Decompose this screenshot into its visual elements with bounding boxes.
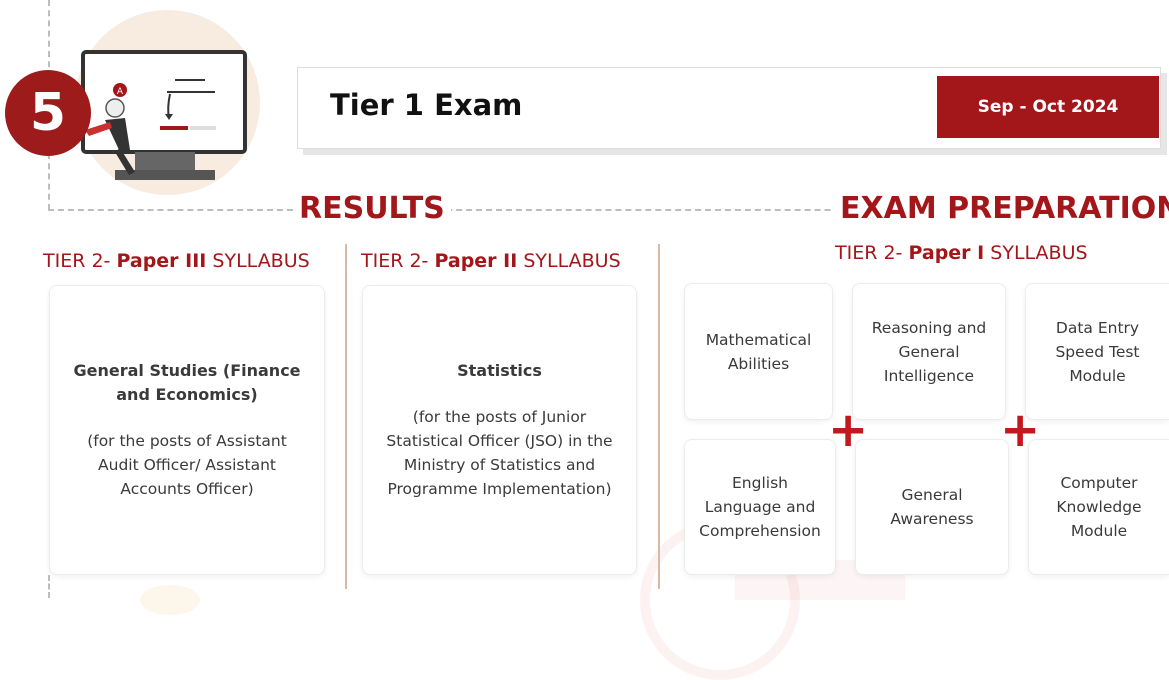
paper-iii-heading: TIER 2- Paper III SYLLABUS xyxy=(43,250,310,272)
heading-prefix: TIER 2- xyxy=(835,242,909,264)
section-divider-dash xyxy=(48,209,1169,211)
step-number-badge: 5 xyxy=(5,70,91,156)
module-line: Speed Test xyxy=(1055,342,1140,361)
module-card-data-entry: Data Entry Speed Test Module xyxy=(1025,283,1169,420)
heading-paper: Paper III xyxy=(116,250,207,272)
tier-title: Tier 1 Exam xyxy=(330,88,523,122)
module-line: Language and xyxy=(704,498,816,516)
card-desc-line: Statistical Officer (JSO) in the xyxy=(386,432,613,450)
results-heading: RESULTS xyxy=(293,191,451,226)
heading-suffix: SYLLABUS xyxy=(206,250,310,272)
module-line: Module xyxy=(1070,522,1128,540)
module-line: Knowledge xyxy=(1056,498,1142,516)
heading-suffix: SYLLABUS xyxy=(984,242,1088,264)
module-line: Data Entry xyxy=(1055,318,1140,337)
module-line: Reasoning and xyxy=(871,318,987,337)
module-card-mathematical-abilities: Mathematical Abilities xyxy=(684,283,833,420)
timeline-dash-bottom xyxy=(48,575,50,598)
paper-ii-card: Statistics (for the posts of Junior Stat… xyxy=(362,285,637,575)
module-line: Intelligence xyxy=(883,366,975,385)
module-card-computer-knowledge: Computer Knowledge Module xyxy=(1028,439,1169,575)
module-card-english: English Language and Comprehension xyxy=(684,439,836,575)
module-line: General xyxy=(901,486,963,504)
module-line: Module xyxy=(1069,366,1126,385)
heading-prefix: TIER 2- xyxy=(43,250,117,272)
module-line: Abilities xyxy=(727,354,790,373)
card-desc-line: Programme Implementation) xyxy=(387,480,612,498)
heading-paper: Paper I xyxy=(908,242,985,264)
heading-paper: Paper II xyxy=(434,250,518,272)
module-line: Computer xyxy=(1060,474,1138,492)
card-title: Statistics xyxy=(457,361,542,380)
svg-text:A: A xyxy=(117,87,124,97)
module-line: Comprehension xyxy=(699,522,821,540)
column-separator xyxy=(345,244,347,589)
module-line: Mathematical xyxy=(705,330,812,349)
card-desc-line: (for the posts of Assistant xyxy=(87,432,287,450)
heading-suffix: SYLLABUS xyxy=(517,250,621,272)
plus-icon: + xyxy=(1000,402,1041,458)
module-card-reasoning: Reasoning and General Intelligence xyxy=(852,283,1006,420)
paper-i-heading: TIER 2- Paper I SYLLABUS xyxy=(835,242,1088,264)
card-desc-line: Accounts Officer) xyxy=(120,480,254,498)
paper-ii-heading: TIER 2- Paper II SYLLABUS xyxy=(361,250,621,272)
card-desc-line: Audit Officer/ Assistant xyxy=(98,456,276,474)
card-title-line: and Economics) xyxy=(116,385,258,404)
card-desc-line: (for the posts of Junior xyxy=(412,408,587,426)
classroom-illustration: A xyxy=(81,50,247,180)
watermark-dot xyxy=(140,585,200,615)
date-badge: Sep - Oct 2024 xyxy=(937,76,1159,138)
module-card-general-awareness: General Awareness xyxy=(855,439,1009,575)
column-separator xyxy=(658,244,660,589)
module-line: Awareness xyxy=(890,510,974,528)
paper-iii-card: General Studies (Finance and Economics) … xyxy=(49,285,325,575)
module-line: General xyxy=(898,342,960,361)
heading-prefix: TIER 2- xyxy=(361,250,435,272)
module-line: English xyxy=(732,474,788,492)
plus-icon: + xyxy=(828,402,869,458)
exam-preparation-heading: EXAM PREPARATION xyxy=(834,191,1169,226)
card-desc-line: Ministry of Statistics and xyxy=(403,456,596,474)
card-title-line: General Studies (Finance xyxy=(73,361,301,380)
